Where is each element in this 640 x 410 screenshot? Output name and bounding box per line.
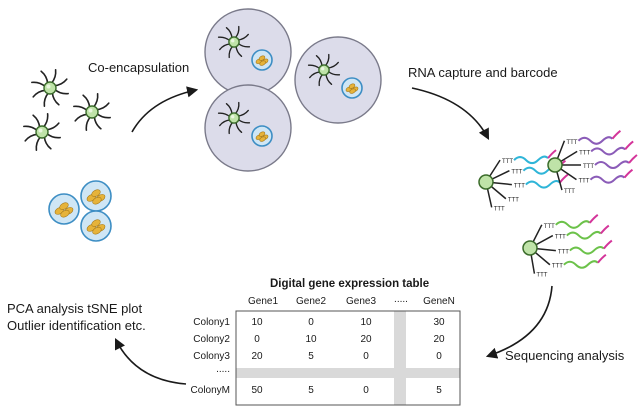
yeast-bead-icon: [80, 210, 112, 242]
barcoded-beads-group: TTTTTTTTTTTTTTTTTTTTTTTTTTTTTTTTTTTTTTTT…: [478, 129, 638, 279]
table-cell: 20: [251, 351, 263, 362]
barcode-label: TTT: [558, 250, 569, 256]
barcode-label: TTT: [555, 235, 566, 241]
mrna-strand: [590, 146, 626, 156]
barcode-label: TTT: [566, 140, 577, 146]
yeast-beads-group: [48, 180, 112, 242]
mrna-strand: [555, 220, 591, 229]
row-header: .....: [216, 364, 230, 375]
mrna-tail: [611, 129, 622, 140]
table-cell: 5: [308, 385, 314, 396]
table-cell: 20: [433, 334, 445, 345]
barcode-label: TTT: [579, 150, 590, 156]
table-title: Digital gene expression table: [270, 278, 430, 290]
droplet-icon: [204, 8, 292, 96]
table-cell: 50: [251, 385, 263, 396]
column-header: Gene2: [295, 296, 327, 307]
row-header: Colony2: [193, 334, 230, 345]
row-header: Colony3: [193, 351, 230, 362]
label-analysis-line2: Outlier identification etc.: [7, 318, 146, 333]
column-header: Gene3: [345, 296, 377, 307]
droplets-group: [204, 8, 382, 172]
mrna-tail: [600, 224, 610, 235]
barcode-label: TTT: [544, 224, 555, 230]
label-rna-capture: RNA capture and barcode: [408, 65, 558, 80]
mrna-strand: [566, 230, 602, 240]
cell-icon: [217, 25, 251, 59]
droplet-icon: [204, 84, 292, 172]
yeast-bead-icon: [80, 180, 112, 212]
table-cell: 0: [363, 351, 369, 362]
table-frame: [235, 310, 461, 406]
arrow-to-sequencing: [485, 285, 553, 359]
mrna-tail: [547, 149, 557, 159]
table-cell: 0: [308, 317, 314, 328]
barcode-label: TTT: [508, 198, 519, 204]
table-cell: 0: [363, 385, 369, 396]
row-header: ColonyM: [190, 385, 230, 396]
arrow-to-droplets: [131, 86, 199, 133]
barcode-label: TTT: [511, 170, 522, 176]
column-header: .....: [394, 294, 408, 305]
label-sequencing: Sequencing analysis: [505, 348, 625, 363]
table-cell: 30: [433, 317, 445, 328]
yeast-bead-icon: [48, 193, 80, 225]
mrna-strand: [594, 160, 630, 169]
cell-icon: [31, 69, 69, 107]
barcode-label: TTT: [578, 179, 589, 185]
mrna-strand: [563, 260, 599, 269]
barcode-label: TTT: [494, 206, 505, 212]
column-header: Gene1: [247, 296, 279, 307]
mrna-strand: [569, 246, 605, 255]
barcode-label: TTT: [552, 264, 563, 270]
arrow-to-analysis: [114, 337, 187, 385]
yeast-bead-icon: [251, 49, 273, 71]
table-gap-row: [236, 368, 460, 378]
barcode-label: TTT: [583, 164, 594, 170]
mrna-strand: [513, 155, 549, 165]
mrna-tail: [624, 140, 634, 151]
cell-icon: [23, 113, 61, 151]
mrna-tail: [559, 173, 569, 184]
barcode-label: TTT: [514, 184, 525, 190]
mrna-strand: [577, 136, 614, 145]
table-cell: 0: [254, 334, 260, 345]
mrna-tail: [603, 239, 613, 250]
table-cell: 5: [436, 385, 442, 396]
yeast-bead-icon: [251, 125, 273, 147]
expression-table-grid: [235, 310, 461, 406]
column-header: GeneN: [423, 296, 455, 307]
yeast-bead-icon: [341, 77, 363, 99]
barcode-label: TTT: [502, 159, 513, 165]
table-cell: 20: [360, 334, 372, 345]
table-cell: 0: [436, 351, 442, 362]
mrna-tail: [628, 154, 638, 164]
mrna-tail: [597, 253, 607, 264]
droplet-icon: [294, 36, 382, 124]
table-cell: 10: [305, 334, 317, 345]
cell-icon: [217, 101, 251, 135]
mrna-strand: [525, 180, 561, 189]
cells-group: [23, 69, 111, 151]
table-cell: 10: [251, 317, 263, 328]
mrna-tail: [589, 214, 599, 224]
table-gap-column: [394, 311, 406, 405]
label-analysis-line1: PCA analysis tSNE plot: [7, 301, 143, 316]
mrna-tail: [623, 168, 634, 179]
table-cell: 5: [308, 351, 314, 362]
mrna-strand: [589, 175, 626, 184]
label-coencapsulation: Co-encapsulation: [88, 60, 190, 75]
row-header: Colony1: [193, 317, 230, 328]
cell-icon: [307, 53, 341, 87]
barcode-label: TTT: [536, 273, 547, 279]
arrow-to-capture: [411, 87, 490, 140]
table-cell: 10: [360, 317, 372, 328]
barcode-label: TTT: [564, 189, 575, 195]
cell-icon: [73, 93, 111, 131]
